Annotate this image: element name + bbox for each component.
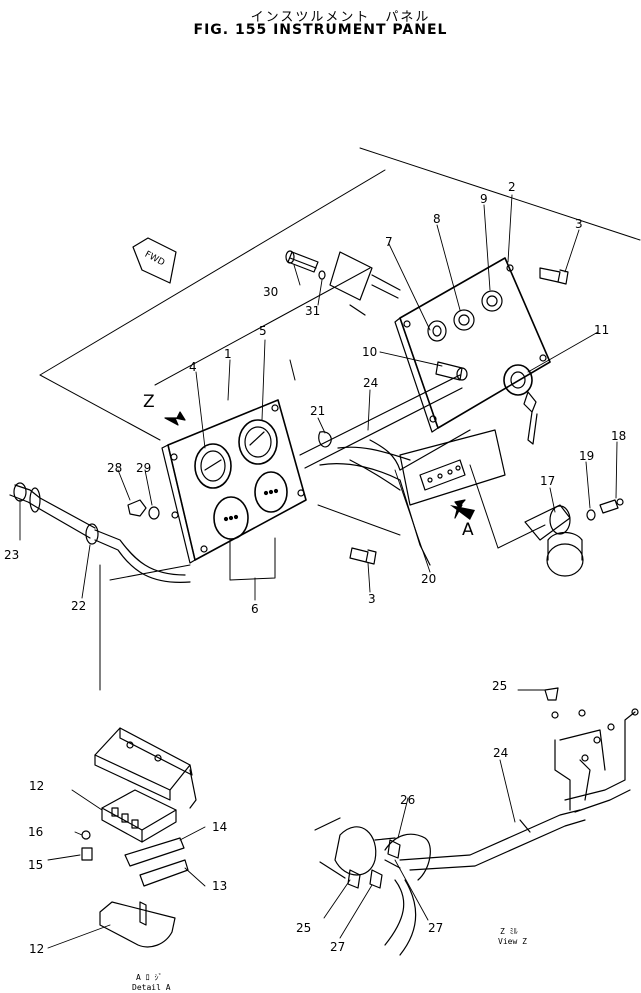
bolt-3-bottom <box>350 548 376 564</box>
callout-13: 13 <box>212 879 228 893</box>
callout-30: 30 <box>263 285 279 299</box>
bolt-3-top <box>540 268 568 284</box>
callout-10: 10 <box>362 345 378 359</box>
bolt-15 <box>82 848 92 860</box>
detail-a-caption: Detail A <box>132 983 171 992</box>
detail-a-drawing <box>48 728 205 948</box>
callout-22: 22 <box>71 599 87 613</box>
view-a-arrow-icon <box>455 500 465 518</box>
callout-19: 19 <box>579 449 595 463</box>
callout-11: 11 <box>594 323 610 337</box>
view-a-label: A <box>462 520 474 540</box>
callout-6: 6 <box>251 602 259 616</box>
dashboard-outline <box>40 148 640 690</box>
clip-25-bottom <box>348 870 360 888</box>
leader-lines <box>20 195 617 600</box>
callout-25-top: 25 <box>492 679 508 693</box>
callout-2: 2 <box>508 180 516 194</box>
view-z-drawing <box>315 688 638 955</box>
bolt-30 <box>286 251 318 272</box>
callout-21: 21 <box>310 404 326 418</box>
detail-a-caption-jp: A ﾛ ｼﾞ <box>136 973 163 982</box>
callout-25-bottom: 25 <box>296 921 312 935</box>
switch-panel <box>395 258 550 444</box>
key-switch-17 <box>525 505 583 576</box>
clip-21 <box>319 432 332 447</box>
washer-19 <box>587 510 595 520</box>
callout-20: 20 <box>421 572 437 586</box>
connector-block <box>400 430 505 505</box>
callout-29: 29 <box>136 461 152 475</box>
callout-27-right: 27 <box>428 921 444 935</box>
wire-harness <box>300 375 470 565</box>
connector-top <box>330 252 400 315</box>
nut-28 <box>128 500 146 516</box>
clip-26 <box>388 840 400 858</box>
view-z-label: Z <box>143 392 155 412</box>
callout-3-bottom: 3 <box>368 592 376 606</box>
callout-17: 17 <box>540 474 556 488</box>
callout-24-top: 24 <box>363 376 379 390</box>
view-z-caption: View Z <box>498 937 527 946</box>
callout-8: 8 <box>433 212 441 226</box>
callout-15: 15 <box>28 858 44 872</box>
callout-5: 5 <box>259 324 267 338</box>
callout-12-bottom: 12 <box>29 942 45 956</box>
washer-16 <box>82 831 90 839</box>
title-japanese: インスツルメント パネル <box>250 10 431 25</box>
nut-31 <box>319 271 325 279</box>
view-z-arrow-icon <box>165 412 185 425</box>
callout-28: 28 <box>107 461 123 475</box>
callout-23: 23 <box>4 548 20 562</box>
callout-18: 18 <box>611 429 627 443</box>
gauge-panel <box>162 400 306 563</box>
bolt-18 <box>600 499 623 513</box>
callout-4: 4 <box>189 360 197 374</box>
fuse-13 <box>140 860 188 886</box>
washer-29 <box>149 507 159 519</box>
callout-31: 31 <box>305 304 321 318</box>
callout-9: 9 <box>480 192 488 206</box>
callout-3-top: 3 <box>575 217 583 231</box>
callout-7: 7 <box>385 235 393 249</box>
callout-16: 16 <box>28 825 44 839</box>
fwd-arrow-icon <box>133 238 176 283</box>
callout-12-top: 12 <box>29 779 45 793</box>
callout-14: 14 <box>212 820 228 834</box>
clip-25-top <box>545 688 558 700</box>
callout-1: 1 <box>224 347 232 361</box>
view-z-caption-jp: Z ﾐﾙ <box>500 927 518 936</box>
callout-26: 26 <box>400 793 416 807</box>
fuse-14 <box>125 838 184 866</box>
callout-24-bottom: 24 <box>493 746 509 760</box>
callout-27-left: 27 <box>330 940 346 954</box>
figure-title: FIG. 155 INSTRUMENT PANEL <box>193 22 448 38</box>
clip-27 <box>370 870 382 888</box>
throttle-cable <box>10 483 190 582</box>
